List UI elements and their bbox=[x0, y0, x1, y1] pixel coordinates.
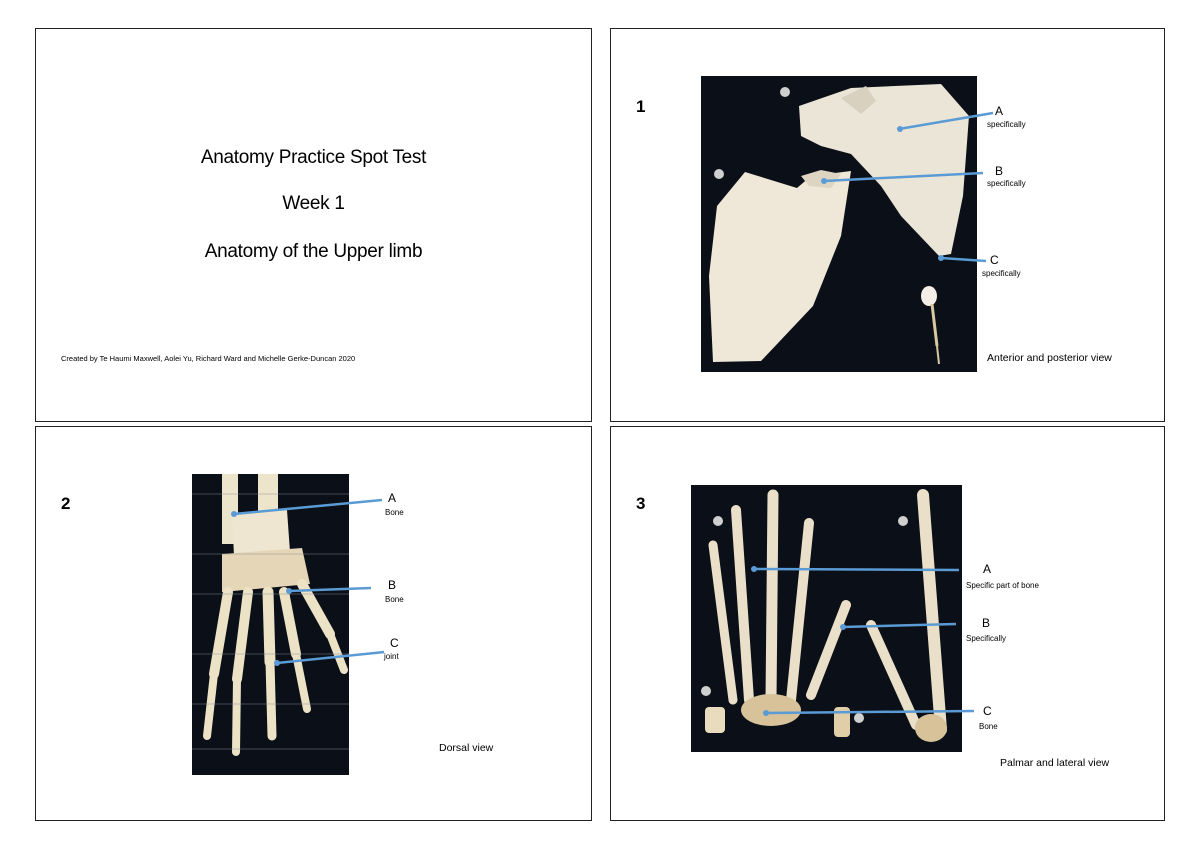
label-a: A bbox=[983, 562, 992, 576]
view-caption: Anterior and posterior view bbox=[987, 352, 1112, 364]
label-b-sub: Bone bbox=[385, 595, 404, 604]
label-a: A bbox=[388, 491, 397, 505]
view-caption: Palmar and lateral view bbox=[1000, 757, 1110, 769]
title-line-2: Week 1 bbox=[282, 193, 345, 214]
scapula-photo bbox=[701, 76, 977, 372]
slide-2-dorsal-hand: 2 bbox=[35, 426, 592, 821]
label-b-sub: specifically bbox=[987, 179, 1026, 188]
label-c-sub: Bone bbox=[979, 722, 998, 731]
label-b: B bbox=[388, 578, 397, 592]
label-a-sub: Bone bbox=[385, 508, 404, 517]
label-b: B bbox=[995, 164, 1004, 178]
credits-text: Created by Te Haumi Maxwell, Aolei Yu, R… bbox=[61, 354, 356, 363]
label-c: C bbox=[983, 704, 992, 718]
label-c: C bbox=[990, 253, 999, 267]
scapula-bones-image bbox=[701, 76, 977, 372]
label-b: B bbox=[982, 616, 991, 630]
hand-palmar-bones-image bbox=[691, 485, 962, 752]
slide-number: 3 bbox=[636, 494, 646, 513]
slide-number: 1 bbox=[636, 97, 646, 116]
label-c-sub: specifically bbox=[982, 269, 1021, 278]
label-a: A bbox=[995, 104, 1004, 118]
slide-3-palmar-hand: 3 A bbox=[610, 426, 1165, 821]
label-c: C bbox=[390, 636, 399, 650]
label-b-sub: Specifically bbox=[966, 634, 1007, 643]
title-slide: Anatomy Practice Spot Test Week 1 Anatom… bbox=[35, 28, 592, 422]
label-a-sub: Specific part of bone bbox=[966, 581, 1039, 590]
hand-palmar-photo bbox=[691, 485, 962, 752]
label-a-sub: specifically bbox=[987, 120, 1026, 129]
hand-dorsal-photo bbox=[192, 474, 349, 775]
label-c-sub: joint bbox=[384, 652, 399, 661]
title-line-3: Anatomy of the Upper limb bbox=[204, 241, 423, 262]
view-caption: Dorsal view bbox=[439, 742, 494, 754]
slide-number: 2 bbox=[61, 494, 71, 513]
slide-1-scapula: 1 A specifically B specifically C specif… bbox=[610, 28, 1165, 422]
title-line-1: Anatomy Practice Spot Test bbox=[200, 147, 427, 168]
hand-bones-image bbox=[192, 474, 349, 775]
